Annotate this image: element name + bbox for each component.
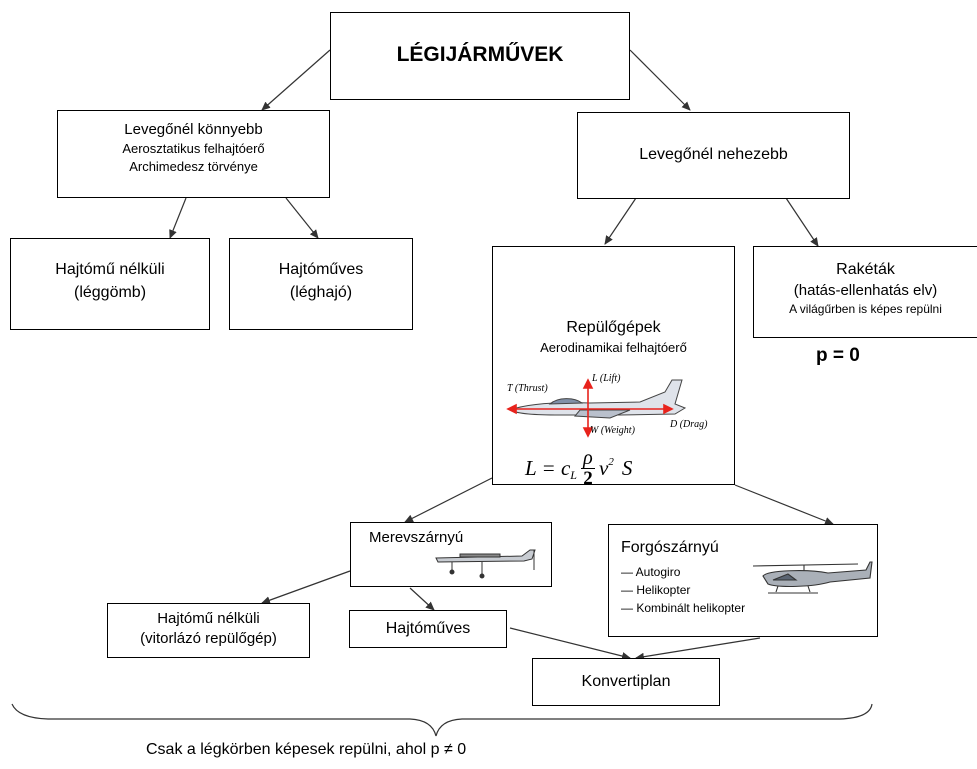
powered-title: Hajtóműves bbox=[385, 620, 471, 637]
thrust-label: T (Thrust) bbox=[507, 383, 548, 394]
rockets-title: Rakéták bbox=[836, 261, 895, 278]
formula-den: 2 bbox=[583, 468, 593, 489]
rotary-wing-title: Forgószárnyú bbox=[621, 539, 719, 556]
arrow-fixed-to-glider bbox=[261, 570, 351, 605]
glider-line1: Hajtómű nélküli bbox=[157, 610, 260, 627]
convertiplane-box: Konvertiplan bbox=[532, 658, 720, 706]
fixed-wing-title: Merevszárnyú bbox=[369, 529, 464, 546]
curly-brace bbox=[11, 703, 873, 737]
arrow-lighter-to-airship bbox=[285, 197, 319, 239]
arrow-airplanes-to-fixed-wing bbox=[404, 477, 493, 523]
lighter-than-air-box: Levegőnél könnyebb Aerosztatikus felhajt… bbox=[57, 110, 330, 198]
airplanes-box: Repülőgépek Aerodinamikai felhajtóerő bbox=[492, 246, 735, 485]
formula-fraction: ρ 2 bbox=[580, 447, 595, 489]
lift-formula: L = c L ρ 2 v 2 S bbox=[525, 448, 632, 488]
footer-note: Csak a légkörben képesek repülni, ahol p… bbox=[146, 741, 467, 758]
formula-sub: L bbox=[570, 467, 577, 482]
formula-v: v bbox=[598, 455, 609, 480]
fixed-wing-box: Merevszárnyú bbox=[350, 522, 552, 587]
airplanes-subtitle: Aerodinamikai felhajtóerő bbox=[540, 340, 687, 355]
airship-box: Hajtóműves (léghajó) bbox=[229, 238, 413, 330]
rotary-item-autogiro: — Autogiro bbox=[621, 565, 681, 579]
rotary-item-compound: — Kombinált helikopter bbox=[621, 601, 746, 615]
rockets-line1: (hatás-ellenhatás elv) bbox=[793, 282, 938, 299]
balloon-line1: Hajtómű nélküli bbox=[55, 261, 165, 278]
arrow-lighter-to-balloon bbox=[169, 197, 187, 239]
drag-label: D (Drag) bbox=[670, 419, 708, 430]
arrow-heavier-to-airplanes bbox=[604, 197, 637, 245]
convertiplane-title: Konvertiplan bbox=[581, 673, 671, 690]
lift-label: L (Lift) bbox=[592, 373, 621, 384]
uav-icon bbox=[435, 549, 536, 579]
airplanes-title: Repülőgépek bbox=[566, 319, 661, 336]
arrow-fixed-to-powered bbox=[409, 587, 435, 611]
jet-force-diagram bbox=[506, 378, 687, 438]
heavier-title: Levegőnél nehezebb bbox=[639, 146, 788, 163]
arrow-powered-to-convertiplane bbox=[509, 627, 631, 660]
root-title: LÉGIJÁRMŰVEK bbox=[396, 43, 564, 66]
balloon-box: Hajtómű nélküli (léggömb) bbox=[10, 238, 210, 330]
weight-label: W (Weight) bbox=[590, 425, 635, 436]
heavier-than-air-box: Levegőnél nehezebb bbox=[577, 112, 850, 199]
fraction-bar bbox=[580, 468, 595, 469]
rockets-line2: A világűrben is képes repülni bbox=[789, 302, 942, 316]
rockets-box: Rakéták (hatás-ellenhatás elv) A világűr… bbox=[753, 246, 977, 338]
glider-line2: (vitorlázó repülőgép) bbox=[140, 630, 277, 647]
pressure-zero-label: p = 0 bbox=[816, 345, 860, 366]
rotary-item-helicopter: — Helikopter bbox=[621, 583, 691, 597]
airship-line2: (léghajó) bbox=[289, 284, 353, 301]
lighter-title: Levegőnél könnyebb bbox=[124, 121, 263, 138]
arrow-heavier-to-rockets bbox=[785, 197, 819, 247]
helicopter-icon bbox=[752, 561, 873, 594]
formula-lhs: L = c bbox=[525, 455, 571, 480]
powered-box: Hajtóműves bbox=[349, 610, 507, 648]
arrow-airplanes-to-rotary-wing bbox=[734, 484, 834, 525]
formula-s: S bbox=[621, 455, 633, 480]
arrow-rotary-to-convertiplane bbox=[635, 637, 761, 661]
root-node-box: LÉGIJÁRMŰVEK bbox=[330, 12, 630, 100]
airship-line1: Hajtóműves bbox=[278, 261, 364, 278]
arrow-root-to-lighter bbox=[261, 49, 331, 111]
lighter-line1: Aerosztatikus felhajtóerő bbox=[122, 141, 265, 156]
lighter-line2: Archimedesz törvénye bbox=[129, 159, 258, 174]
formula-num: ρ bbox=[583, 447, 593, 469]
jet-canopy bbox=[548, 398, 584, 405]
formula-exp: 2 bbox=[608, 456, 614, 468]
balloon-line2: (léggömb) bbox=[73, 284, 147, 301]
glider-box: Hajtómű nélküli (vitorlázó repülőgép) bbox=[107, 603, 310, 658]
arrow-root-to-heavier bbox=[629, 49, 691, 111]
jet-fuselage bbox=[508, 379, 687, 416]
